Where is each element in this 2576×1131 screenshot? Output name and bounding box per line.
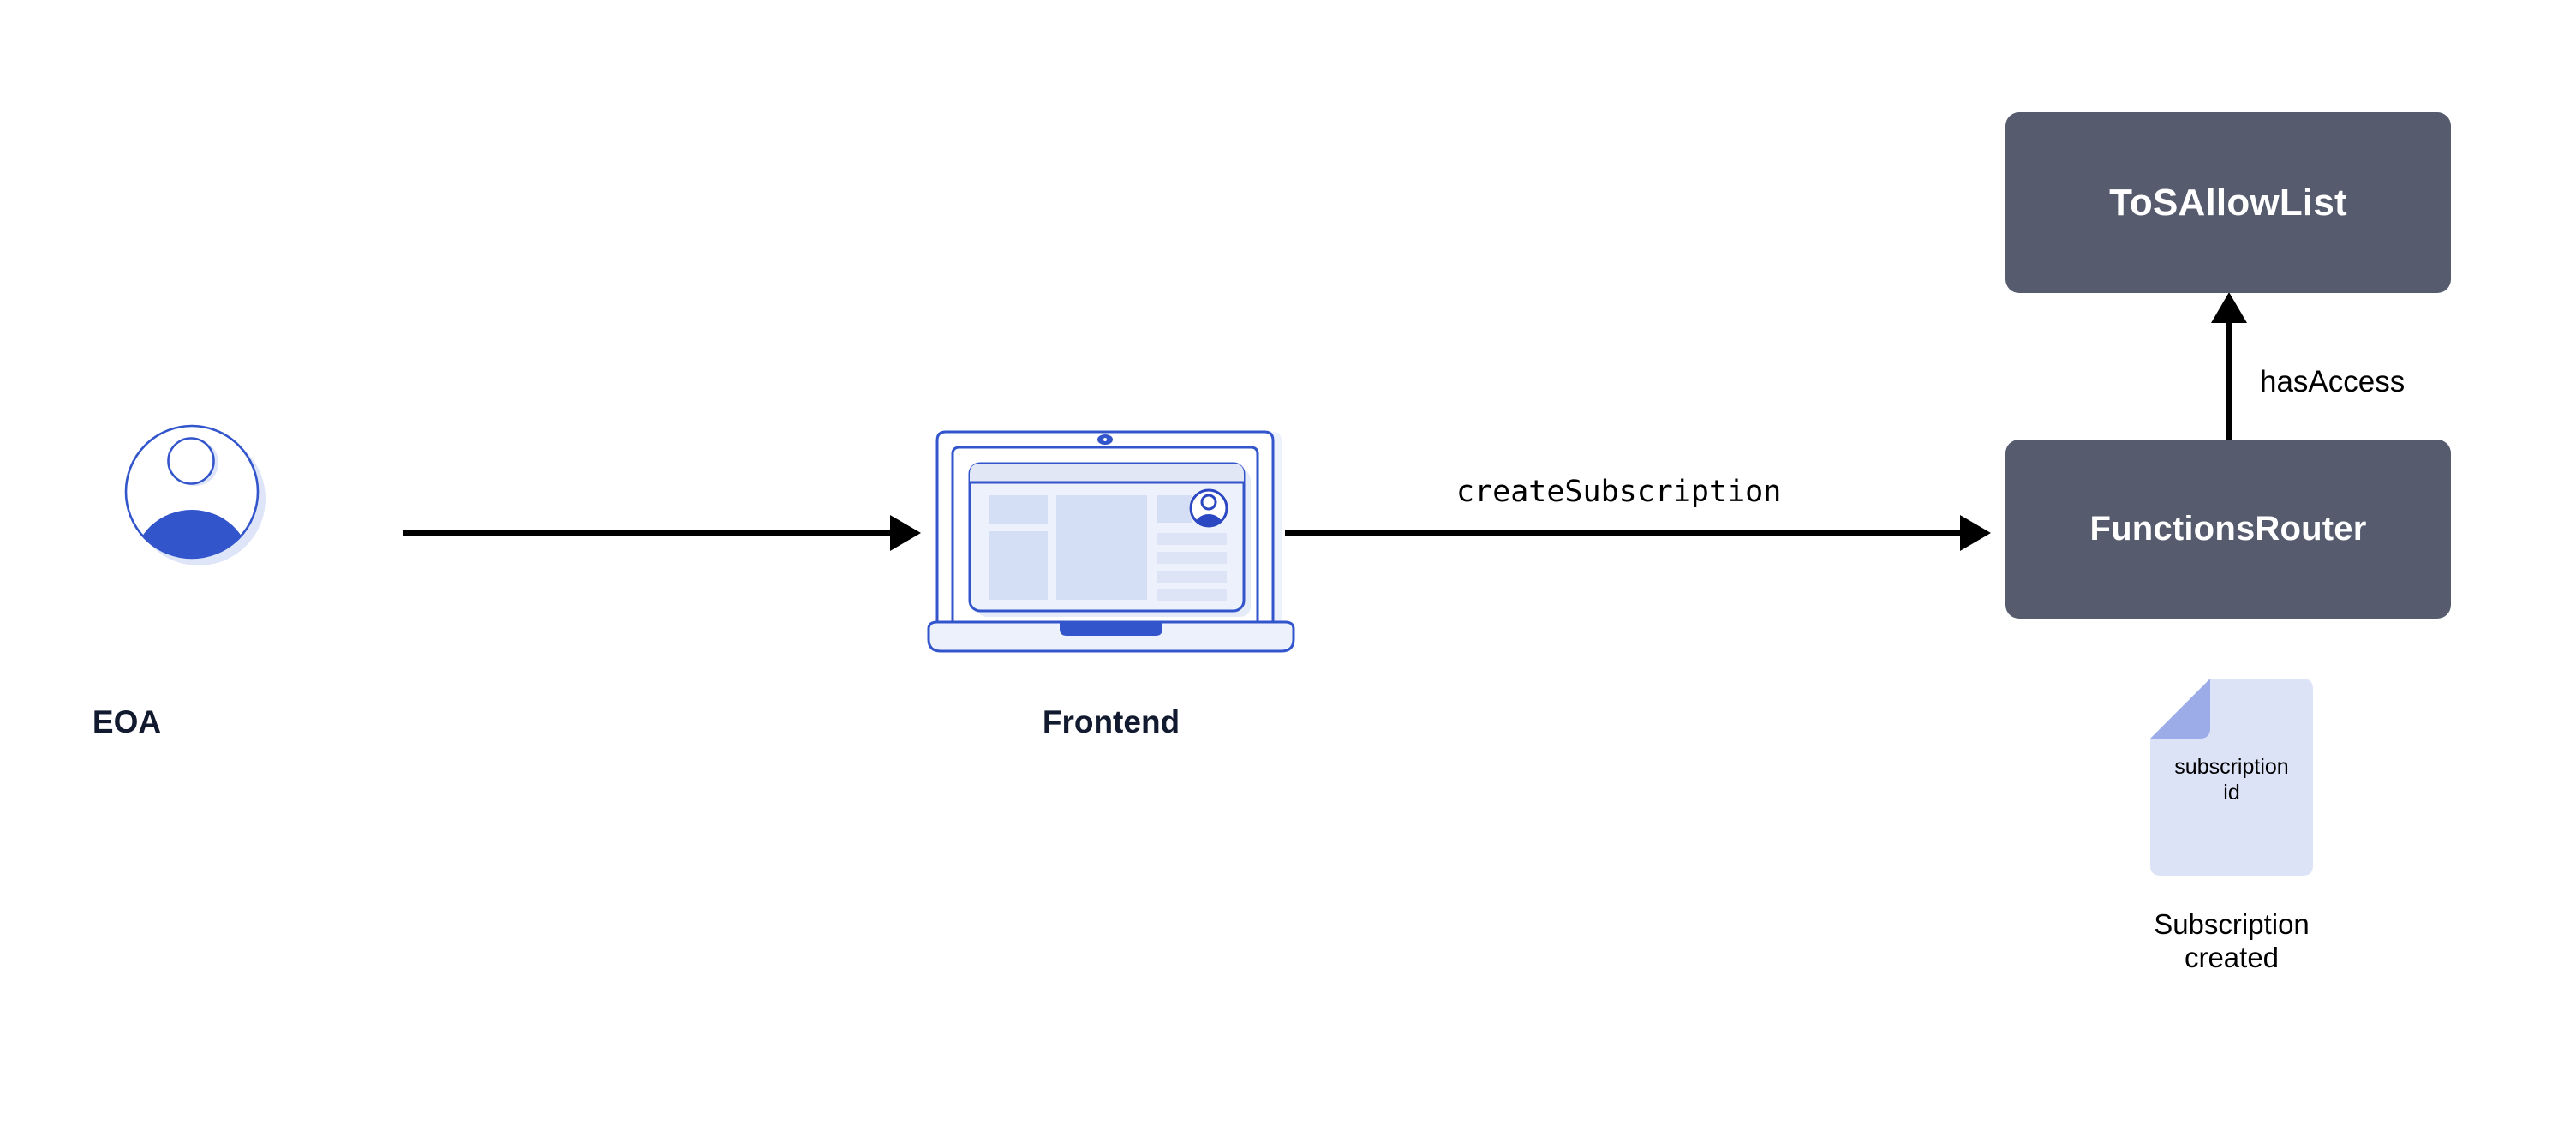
edge-label-has-access: hasAccess — [2260, 365, 2406, 398]
document-inner-text-line2: id — [2223, 781, 2240, 805]
document-icon — [2150, 679, 2313, 876]
caption-line1: Subscription — [2154, 908, 2310, 940]
node-eoa-label: EOA — [92, 704, 162, 739]
node-frontend-label: Frontend — [1042, 704, 1180, 739]
node-functions-router[interactable]: FunctionsRouter — [2005, 440, 2451, 619]
node-tos-allow-list-label: ToSAllowList — [2109, 181, 2347, 224]
node-functions-router-label: FunctionsRouter — [2089, 510, 2367, 548]
arrow-head-right-icon — [1960, 515, 1991, 551]
arrow-head-right-icon — [890, 515, 921, 551]
node-subscription-doc-caption: Subscription created — [2099, 908, 2364, 975]
document-inner-text: subscription id — [2155, 754, 2309, 805]
user-avatar-icon — [123, 423, 267, 567]
arrow-line — [1285, 530, 1962, 536]
caption-line2: created — [2184, 941, 2280, 973]
arrow-head-up-icon — [2211, 292, 2247, 323]
laptop-icon — [927, 427, 1295, 660]
edge-label-create-subscription: createSubscription — [1456, 475, 1782, 509]
document-inner-text-line1: subscription — [2174, 755, 2289, 779]
arrow-line — [403, 530, 891, 536]
arrow-line — [2226, 321, 2232, 441]
node-tos-allow-list[interactable]: ToSAllowList — [2005, 112, 2451, 293]
